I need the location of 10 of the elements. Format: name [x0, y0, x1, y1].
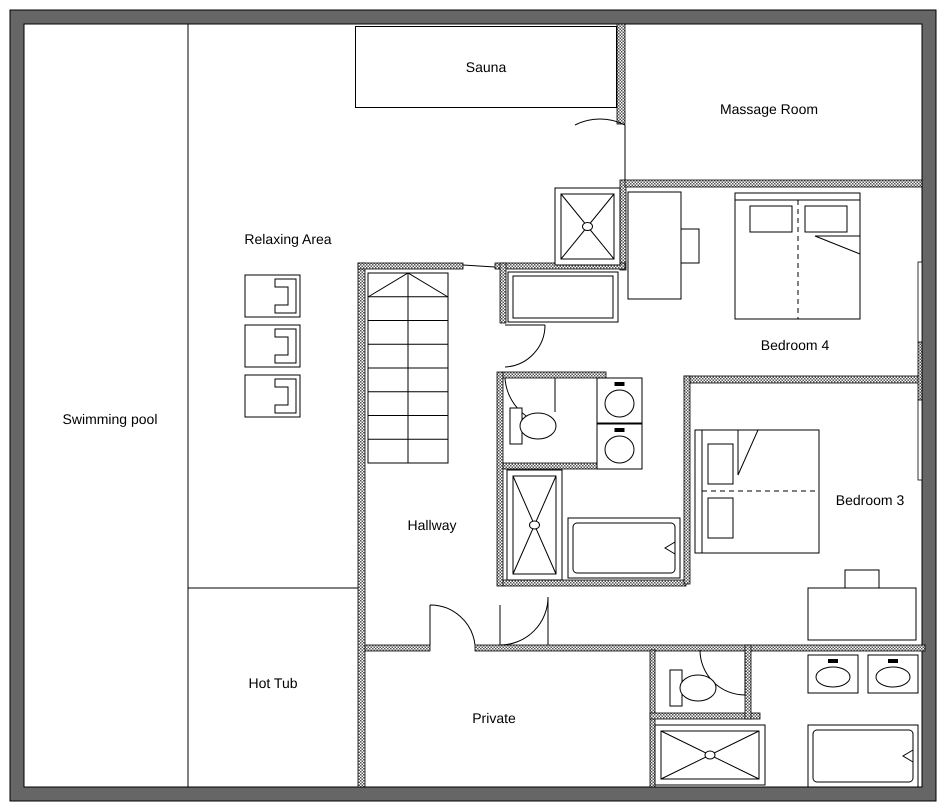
sauna-room	[355, 26, 617, 108]
room-label: Private	[472, 710, 516, 726]
room-label: Bedroom 3	[836, 492, 904, 508]
room-label: Hot Tub	[248, 675, 298, 691]
room-label: Massage Room	[720, 101, 818, 117]
room-label: Swimming pool	[62, 411, 158, 427]
room-label: Sauna	[466, 59, 506, 75]
room-label: Hallway	[408, 517, 456, 533]
room-label: Bedroom 4	[760, 337, 830, 353]
room-label: Relaxing Area	[244, 231, 332, 247]
